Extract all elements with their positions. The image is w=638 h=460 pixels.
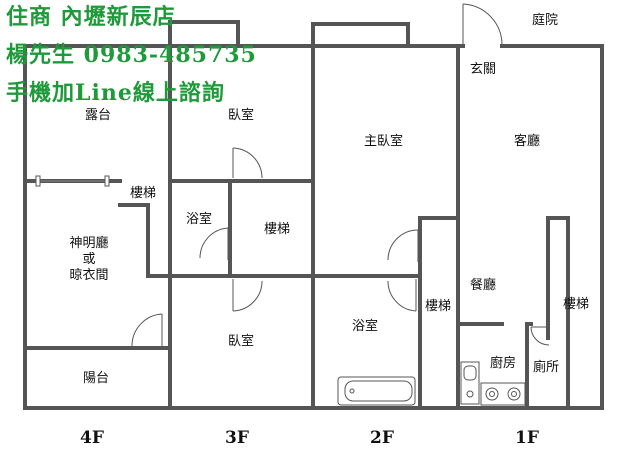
label-living-room: 客廳 xyxy=(514,134,541,149)
door-front-swing xyxy=(462,3,503,46)
label-entrance: 玄關 xyxy=(470,62,497,77)
label-shrine-room: 神明廳 或 晾衣間 xyxy=(62,236,116,284)
door-2f-master-swing xyxy=(387,229,419,261)
floor-label-3f: 3F xyxy=(225,428,249,448)
label-bath-2f: 浴室 xyxy=(352,319,379,334)
label-bedroom-3f-top: 臥室 xyxy=(228,108,255,123)
label-bedroom-3f-bottom: 臥室 xyxy=(228,334,255,349)
label-dining-room: 餐廳 xyxy=(470,278,497,293)
label-shrine-line2: 或 xyxy=(82,252,96,267)
wall-2f-bump xyxy=(311,22,410,48)
wall-4f-outer xyxy=(23,44,172,410)
door-3f-bath-swing xyxy=(199,227,229,259)
floor-label-2f: 2F xyxy=(370,428,394,448)
label-stairs-4f: 樓梯 xyxy=(130,186,157,201)
door-3f-bottom-swing xyxy=(232,280,263,312)
label-stairs-2f: 樓梯 xyxy=(425,299,452,314)
label-shrine-line3: 晾衣間 xyxy=(69,268,109,283)
floor-label-4f: 4F xyxy=(80,428,104,448)
bathtub xyxy=(337,376,416,406)
label-stairs-3f: 樓梯 xyxy=(264,222,291,237)
floor-label-1f: 1F xyxy=(515,428,539,448)
railing-4f xyxy=(35,175,110,187)
stove xyxy=(480,382,526,406)
label-master-bedroom: 主臥室 xyxy=(364,134,404,149)
wall-1f-stair xyxy=(546,216,570,410)
walls xyxy=(23,20,604,410)
agent-phone: 楊先生 0983-485735 xyxy=(6,42,257,68)
label-terrace: 露台 xyxy=(85,108,112,123)
agent-store-name: 住商 內壢新辰店 xyxy=(6,4,176,30)
doors xyxy=(131,3,550,347)
door-3f-top-swing xyxy=(232,147,263,179)
label-toilet: 廁所 xyxy=(533,360,560,375)
agent-line-contact: 手機加Line線上諮詢 xyxy=(6,80,225,106)
label-stairs-1f: 樓梯 xyxy=(563,297,590,312)
label-balcony: 陽台 xyxy=(83,371,110,386)
door-4f-swing xyxy=(131,313,163,347)
wall-3f-bump xyxy=(168,20,240,48)
label-bath-3f: 浴室 xyxy=(186,212,213,227)
label-kitchen: 廚房 xyxy=(490,356,517,371)
door-1f-toilet-swing xyxy=(530,326,550,346)
sink xyxy=(460,361,480,405)
label-shrine-line1: 神明廳 xyxy=(69,236,109,251)
kitchen-fixtures xyxy=(460,361,526,406)
label-garden: 庭院 xyxy=(532,13,559,28)
door-2f-bath-swing xyxy=(387,280,417,312)
